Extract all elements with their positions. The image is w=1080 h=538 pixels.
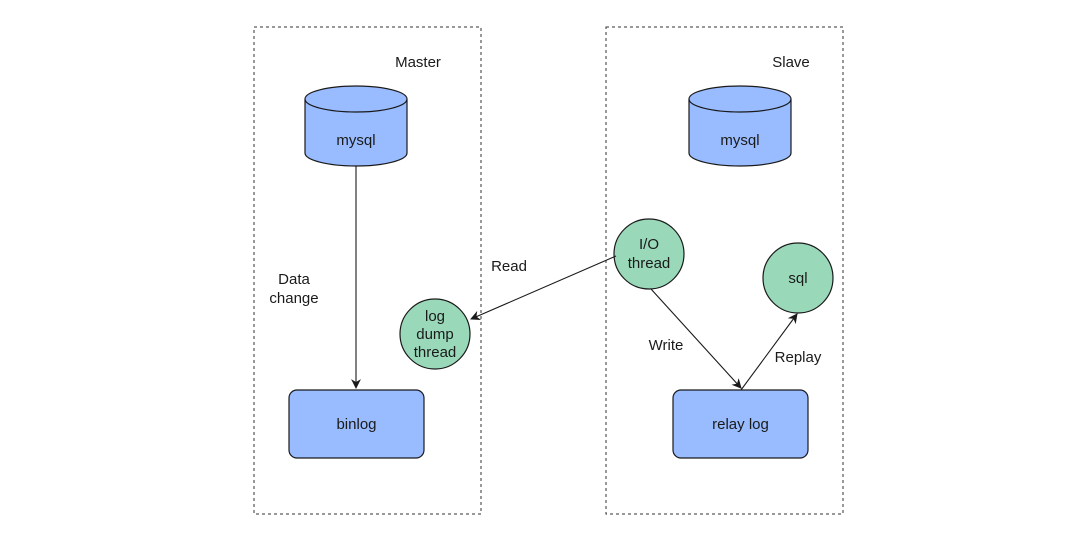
- io-thread-circle: [613, 218, 685, 290]
- master-region: Master: [253, 26, 482, 515]
- slave-mysql-label: mysql: [720, 132, 759, 149]
- relay-log-label: relay log: [712, 416, 769, 433]
- log-dump-thread-node: log dump thread: [399, 298, 471, 370]
- relay-log-node: relay log: [672, 389, 809, 459]
- master-region-border: [253, 26, 482, 515]
- master-mysql-cylinder-body: [304, 99, 408, 167]
- sql-thread-node: sql: [762, 242, 834, 314]
- slave-mysql-database: mysql: [688, 85, 792, 167]
- edges: [351, 166, 798, 391]
- edge-labels: Data change Read Write Replay: [269, 258, 821, 366]
- master-mysql-label: mysql: [336, 132, 375, 149]
- slave-mysql-cylinder-top: [688, 85, 792, 113]
- master-title: Master: [395, 54, 441, 71]
- write-arrow: [650, 288, 742, 389]
- log-dump-thread-circle: [399, 298, 471, 370]
- data-change-label-line-2: change: [269, 290, 318, 307]
- log-dump-thread-label-line-2: dump: [416, 326, 454, 343]
- read-label: Read: [491, 258, 527, 275]
- binlog-label: binlog: [336, 416, 376, 433]
- replay-label: Replay: [775, 349, 822, 366]
- io-thread-node: I/O thread: [613, 218, 685, 290]
- slave-title: Slave: [772, 54, 810, 71]
- binlog-node: binlog: [288, 389, 425, 459]
- binlog-box: [288, 389, 425, 459]
- read-arrow: [470, 255, 617, 320]
- write-label: Write: [649, 337, 684, 354]
- slave-mysql-cylinder-body: [688, 99, 792, 167]
- io-thread-label-line-2: thread: [628, 255, 671, 272]
- log-dump-thread-label-line-1: log: [425, 308, 445, 325]
- log-dump-thread-label-line-3: thread: [414, 344, 457, 361]
- io-thread-label-line-1: I/O: [639, 236, 659, 253]
- data-change-label-line-1: Data: [278, 271, 310, 288]
- slave-region-border: [605, 26, 844, 515]
- master-mysql-cylinder-top: [304, 85, 408, 113]
- master-mysql-database: mysql: [304, 85, 408, 167]
- slave-region: Slave: [605, 26, 844, 515]
- relay-log-box: [672, 389, 809, 459]
- sql-circle: [762, 242, 834, 314]
- sql-label: sql: [788, 270, 807, 287]
- replay-arrow: [740, 313, 798, 391]
